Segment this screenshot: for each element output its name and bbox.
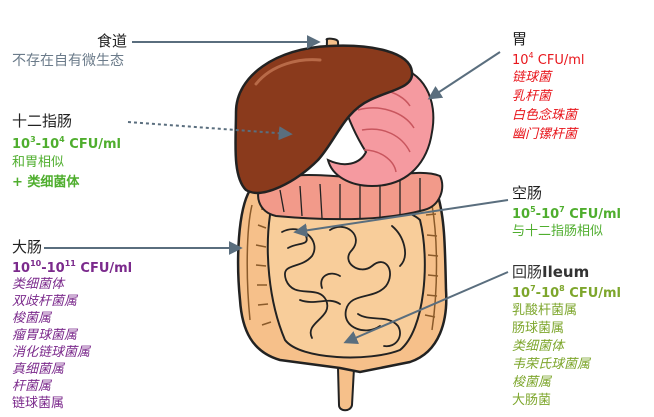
colon-flora-item: 类细菌体 [12,277,65,292]
colon-flora-item: 双歧杆菌属 [12,294,78,309]
annotation-arrows [44,35,509,344]
jejunum-label: 空肠 [512,184,543,202]
ileum-flora-item: 大肠菌 [512,393,552,408]
jejunum-note: 与十二指肠相似 [512,224,604,239]
colon-flora-item: 杆菌属 [12,379,52,394]
colon-label: 大肠 [12,238,43,256]
duodenum-label: 十二指肠 [12,112,73,130]
esophagus-label: 食道 [97,32,128,50]
ileum-flora-item: 梭菌属 [512,375,552,390]
ileum-arrow [343,271,509,344]
colon-flora-item: 瘤胃球菌属 [12,328,78,343]
duodenum-note-1: 和胃相似 [12,155,65,170]
colon-flora-item: 消化链球菌属 [12,345,91,360]
stomach-flora-item: 幽门镙杆菌 [512,127,578,142]
ileum-flora-item: 肠球菌属 [512,321,565,336]
duodenum-note-2: + 类细菌体 [12,175,80,190]
stomach-flora-item: 链球菌 [512,70,552,85]
stomach-flora-item: 乳杆菌 [512,89,552,104]
ileum-flora-item: 类细菌体 [512,339,565,354]
jejunum-count: 105-107 CFU/ml [512,205,622,222]
jejunum-arrow [293,199,509,238]
colon-flora-item: 梭菌属 [12,311,52,326]
esophagus-note: 不存在自有微生态 [12,53,124,69]
colon-flora-item: 链球菌属 [12,396,65,411]
stomach-flora-item: 白色念珠菌 [512,108,578,123]
small-intestine-shape [266,203,426,359]
duodenum-count: 103-104 CFU/ml [12,135,122,152]
colon-flora-item: 真细菌属 [12,362,65,377]
ileum-label: 回肠Ileum [512,263,590,281]
rectum-shape [336,367,356,412]
stomach-count: 104 CFU/ml [512,51,585,68]
colon-count: 1010-1011 CFU/ml [12,259,133,276]
ileum-count: 107-108 CFU/ml [512,284,622,301]
stomach-arrow [427,51,501,100]
stomach-label: 胃 [512,30,528,48]
ileum-flora-item: 韦荣氏球菌属 [512,357,591,372]
ileum-flora-item: 乳酸杆菌属 [512,303,578,318]
